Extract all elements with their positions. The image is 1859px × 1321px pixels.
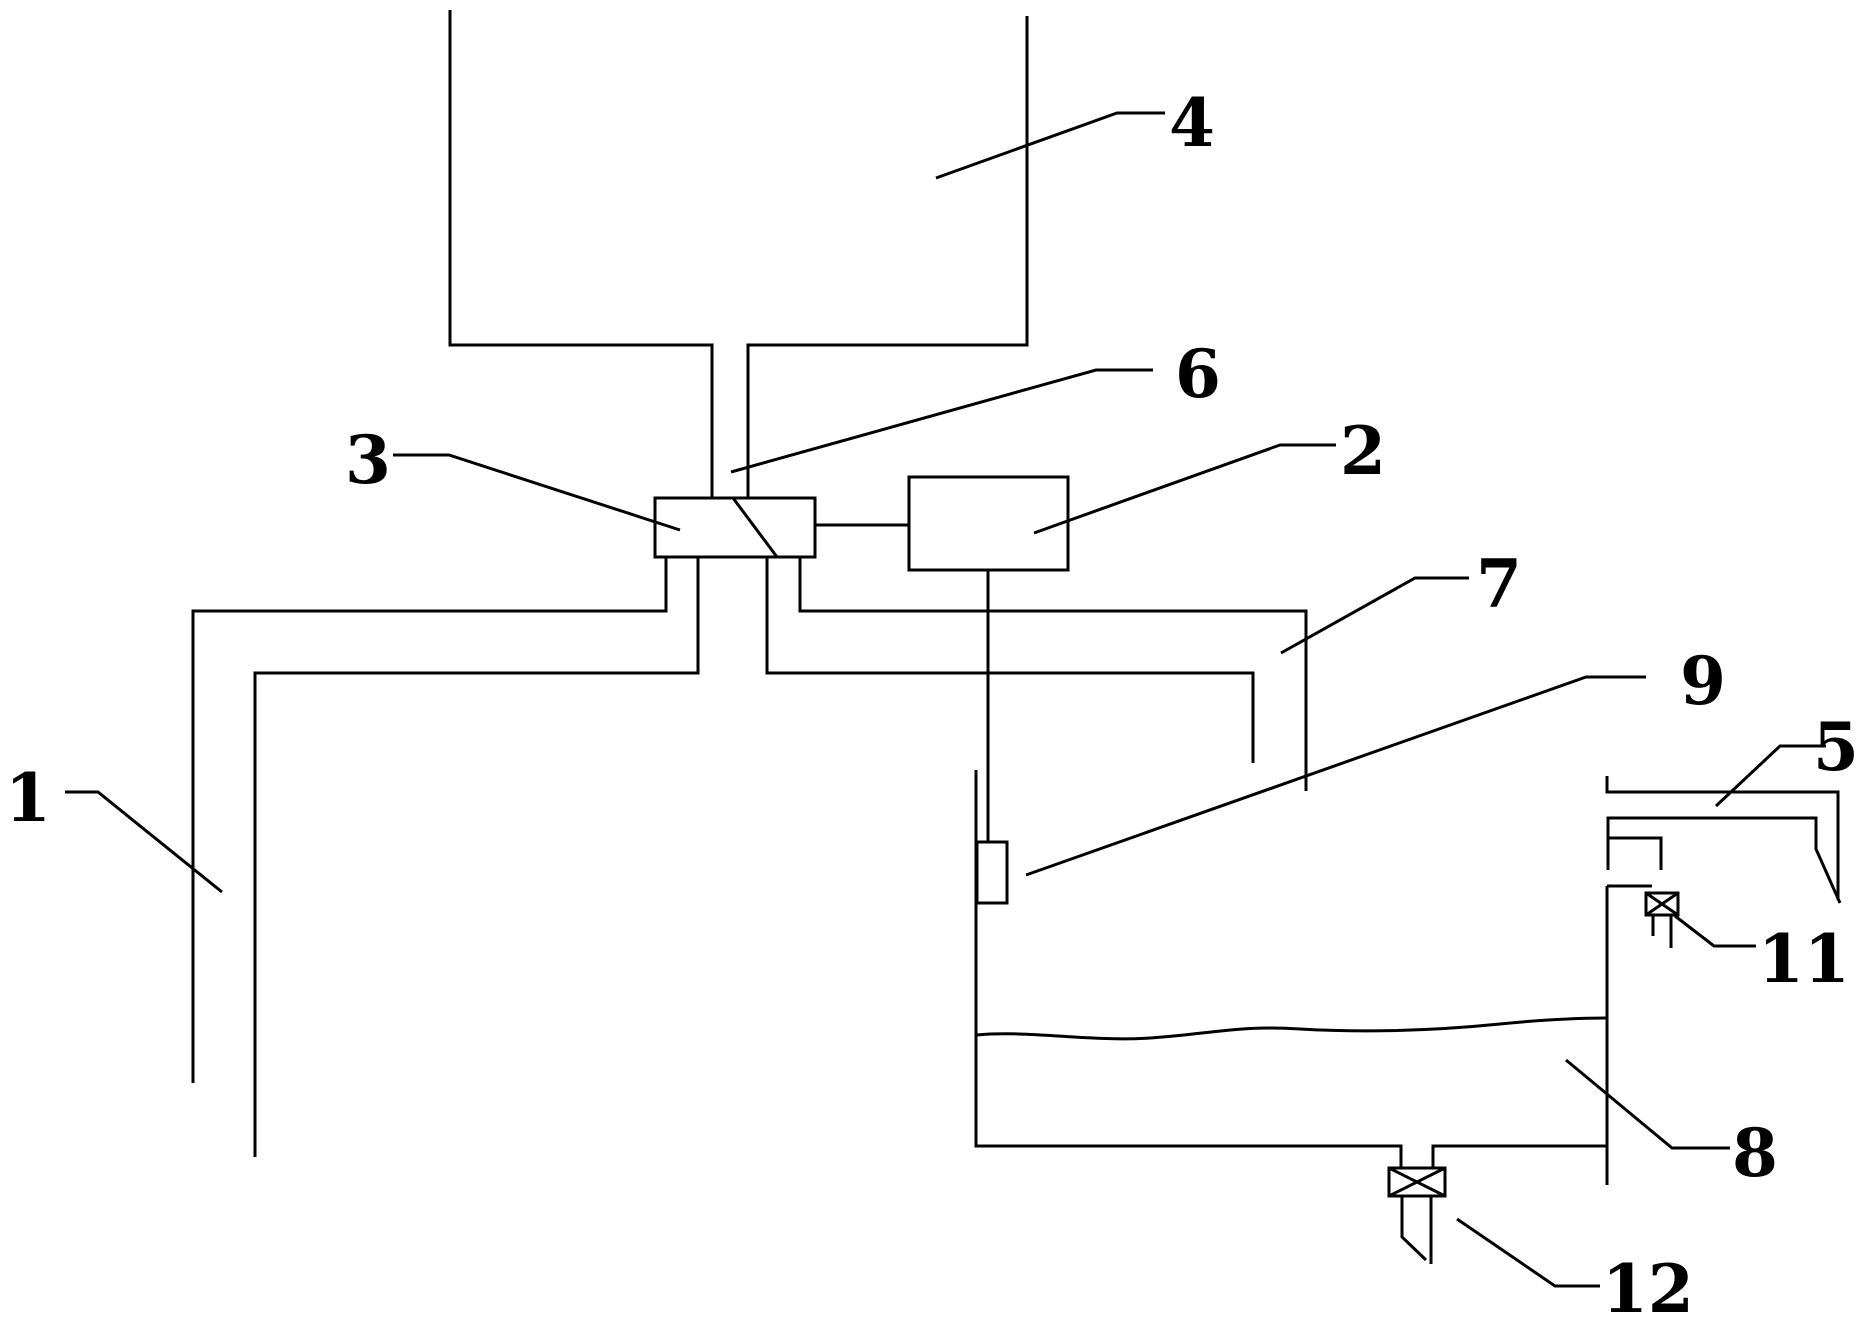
overflow-pipe bbox=[1605, 776, 1842, 904]
level-sensor bbox=[975, 840, 1009, 905]
callout-1: 1 bbox=[5, 759, 51, 837]
drain-valve bbox=[1387, 1166, 1447, 1264]
upper-tank-right-wall bbox=[746, 16, 1029, 497]
drain-pipe-left bbox=[1400, 1196, 1428, 1262]
inlet-pipe bbox=[765, 557, 1308, 791]
callout-9: 9 bbox=[1680, 642, 1726, 720]
overflow-pipe-upper bbox=[1605, 776, 1840, 900]
leader-9 bbox=[1025, 675, 1646, 877]
valve bbox=[653, 496, 817, 559]
valve-body bbox=[653, 496, 817, 559]
inlet-pipe-inner bbox=[765, 557, 1255, 763]
leader-1 bbox=[65, 790, 223, 894]
callout-labels: 1 2 3 4 5 6 7 8 9 11 12 bbox=[5, 84, 1859, 1321]
leader-5 bbox=[1714, 744, 1826, 808]
leader-4 bbox=[935, 111, 1165, 180]
lower-tank bbox=[974, 770, 1609, 1185]
callout-2: 2 bbox=[1340, 412, 1386, 490]
callout-11: 11 bbox=[1758, 920, 1850, 998]
lower-tank-left-and-bottom bbox=[974, 770, 1403, 1168]
upper-tank bbox=[448, 10, 1029, 497]
callout-8: 8 bbox=[1732, 1114, 1778, 1192]
callout-7: 7 bbox=[1476, 545, 1522, 623]
leader-12 bbox=[1456, 1217, 1600, 1288]
valve-diagonal bbox=[731, 497, 779, 558]
outlet-pipe-inner bbox=[253, 557, 700, 1157]
small-valve bbox=[1607, 884, 1680, 948]
callout-5: 5 bbox=[1813, 708, 1859, 786]
outlet-pipe-outer bbox=[191, 557, 668, 1083]
leader-3 bbox=[393, 453, 681, 532]
water-surface bbox=[975, 1016, 1608, 1041]
callout-3: 3 bbox=[345, 421, 391, 499]
small-valve-cross-2 bbox=[1645, 891, 1679, 917]
outlet-pipe bbox=[191, 557, 700, 1157]
drain-valve-cross-2 bbox=[1388, 1166, 1446, 1198]
callout-4: 4 bbox=[1169, 84, 1215, 162]
lower-tank-bottom-right bbox=[1431, 1144, 1607, 1168]
overflow-pipe-lower bbox=[1606, 816, 1842, 904]
inlet-pipe-outer bbox=[798, 557, 1308, 791]
callout-12: 12 bbox=[1602, 1250, 1694, 1321]
leader-2 bbox=[1033, 443, 1336, 535]
upper-tank-left-wall bbox=[448, 10, 714, 497]
leader-11 bbox=[1674, 914, 1756, 948]
controller-box bbox=[907, 475, 1070, 572]
leader-8 bbox=[1565, 1058, 1730, 1150]
leader-7 bbox=[1280, 576, 1469, 655]
leader-lines bbox=[65, 111, 1826, 1288]
leader-6 bbox=[730, 368, 1153, 474]
overflow-branch bbox=[1608, 836, 1663, 870]
callout-6: 6 bbox=[1175, 335, 1221, 413]
